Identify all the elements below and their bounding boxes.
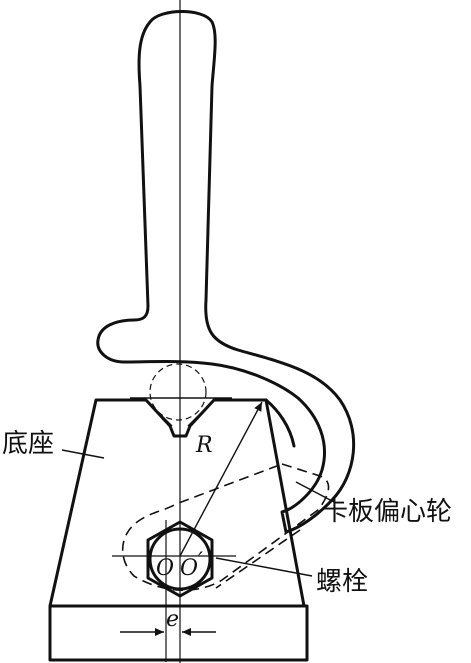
pivot-ball-circle [149,363,207,421]
eccentric-leader-line [295,481,335,503]
label-eccentric-clamp: 卡板偏心轮 [322,497,452,527]
eccentric-dashed-edge [215,529,301,589]
bolt-leader-line [215,557,313,577]
eccentric-dashed-outline [121,463,330,591]
label-radius: R [195,433,213,458]
clamp-lever [96,10,356,534]
label-center-o1: O [156,556,174,581]
label-bolt: 螺栓 [316,567,368,597]
bolt-hex-head [146,520,214,598]
label-base: 底座 [2,429,54,459]
base-leader-line [61,449,105,459]
label-center-o2: O [180,556,198,581]
label-eccentricity: e [166,607,179,632]
bolt-circle [148,527,212,591]
radius-dimension-line [179,401,263,557]
label-center-prime: ′ [198,549,203,574]
cam-tip [264,398,296,448]
base-block [48,398,306,608]
